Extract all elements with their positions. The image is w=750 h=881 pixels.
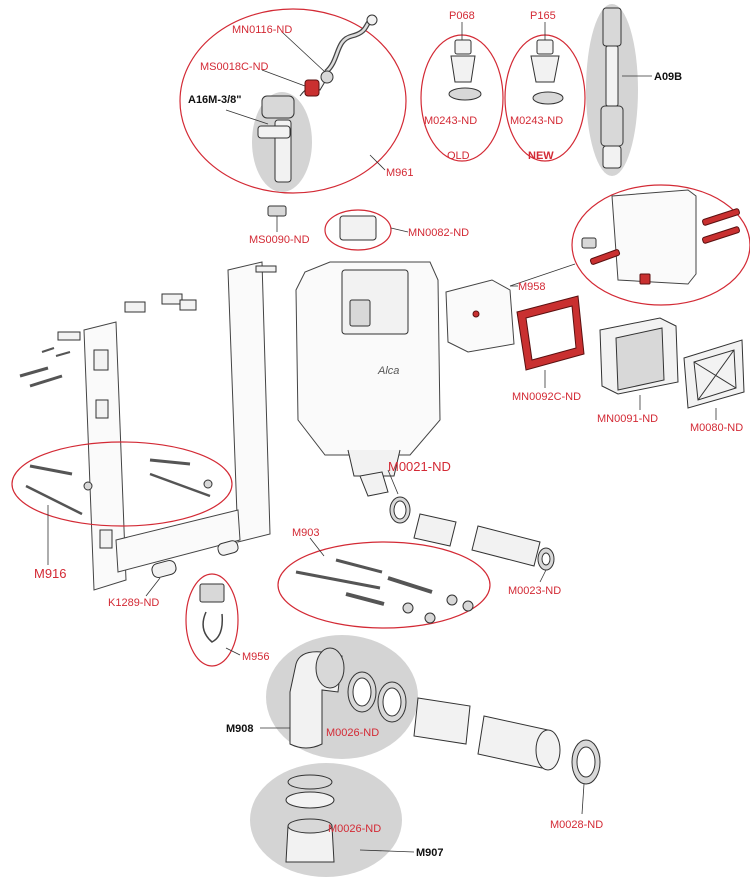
bracket-m956 bbox=[199, 583, 225, 643]
label-m956: M956 bbox=[242, 651, 270, 663]
installation-frame bbox=[83, 261, 271, 591]
drain-valve-a09b bbox=[600, 7, 624, 169]
label-m0243-old: M0243-ND bbox=[424, 115, 477, 127]
label-old: OLD bbox=[447, 150, 470, 162]
box-mn0091 bbox=[599, 317, 679, 395]
part-ms0090 bbox=[267, 205, 287, 232]
elbow-pipe-m908 bbox=[289, 647, 407, 749]
label-m961: M961 bbox=[386, 167, 414, 179]
label-m0026-a: M0026-ND bbox=[326, 727, 379, 739]
label-m903: M903 bbox=[292, 527, 320, 539]
group-outline-m958 bbox=[571, 184, 750, 306]
label-ms0018c: MS0018C-ND bbox=[200, 61, 269, 73]
label-ms0090: MS0090-ND bbox=[249, 234, 310, 246]
group-outline-m916 bbox=[11, 441, 233, 527]
label-mn0091: MN0091-ND bbox=[597, 413, 658, 425]
group-outline-m903 bbox=[277, 541, 491, 629]
label-p165: P165 bbox=[530, 10, 556, 22]
anchor-bolts-m916 bbox=[25, 458, 213, 516]
part-mn0082 bbox=[339, 215, 377, 241]
label-m0080: M0080-ND bbox=[690, 422, 743, 434]
label-mn0092c: MN0092C-ND bbox=[512, 391, 581, 403]
cistern-tank: Alca bbox=[295, 261, 441, 477]
label-m0021: M0021-ND bbox=[388, 459, 451, 474]
frame-m0080 bbox=[683, 339, 745, 409]
label-m0023: M0023-ND bbox=[508, 585, 561, 597]
flush-mechanism-parts bbox=[581, 189, 740, 285]
label-a09b: A09B bbox=[654, 71, 682, 83]
mounting-plate-m958 bbox=[445, 279, 515, 353]
label-new: NEW bbox=[528, 150, 554, 162]
seal-ms0018c bbox=[304, 79, 320, 97]
drain-pipe bbox=[413, 697, 601, 785]
label-m916: M916 bbox=[34, 566, 67, 581]
brand-mark: Alca bbox=[377, 365, 399, 377]
adapter-m907 bbox=[285, 774, 335, 863]
label-m908: M908 bbox=[226, 723, 254, 735]
label-m0243-new: M0243-ND bbox=[510, 115, 563, 127]
flush-pipe bbox=[413, 513, 555, 571]
small-clips bbox=[57, 265, 277, 341]
label-mn0082: MN0082-ND bbox=[408, 227, 469, 239]
label-m907: M907 bbox=[416, 847, 444, 859]
group-outline-m956 bbox=[185, 573, 239, 667]
label-p068: P068 bbox=[449, 10, 475, 22]
label-k1289: K1289-ND bbox=[108, 597, 159, 609]
label-m958: M958 bbox=[518, 281, 546, 293]
valve-connector-p165 bbox=[530, 39, 564, 105]
part-k1289 bbox=[151, 559, 177, 579]
hose-part bbox=[320, 14, 378, 84]
screws-top-left bbox=[19, 347, 71, 388]
label-mn0116: MN0116-ND bbox=[232, 24, 292, 36]
frame-mn0092c bbox=[516, 295, 585, 371]
label-m0028: M0028-ND bbox=[550, 819, 603, 831]
label-a16m: A16M-3/8" bbox=[188, 94, 242, 106]
part-k1289-b bbox=[217, 540, 239, 556]
group-outline-m961 bbox=[179, 8, 407, 194]
label-m0026-b: M0026-ND bbox=[328, 823, 381, 835]
threaded-rods-m903 bbox=[295, 558, 474, 624]
outlet-elbow-m0021 bbox=[359, 471, 411, 524]
group-outline-mn0082 bbox=[324, 209, 392, 251]
valve-connector-p068 bbox=[448, 39, 482, 101]
